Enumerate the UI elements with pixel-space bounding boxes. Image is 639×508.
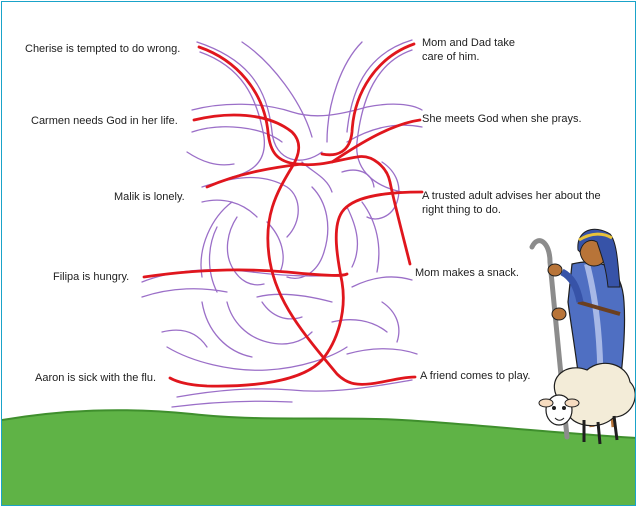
red-path-meets-god <box>332 120 420 162</box>
label-malik: Malik is lonely. <box>114 190 185 204</box>
maze-walls <box>142 40 422 407</box>
label-snack: Mom makes a snack. <box>415 266 519 280</box>
shepherd-with-sheep-icon <box>532 229 635 444</box>
label-aaron: Aaron is sick with the flu. <box>35 371 156 385</box>
grass-hill-icon <box>2 410 636 506</box>
label-friend: A friend comes to play. <box>420 369 530 383</box>
label-trusted-adult: A trusted adult advises her about the ri… <box>422 189 622 217</box>
label-filipa: Filipa is hungry. <box>53 270 129 284</box>
label-mom-dad: Mom and Dad take care of him. <box>422 36 532 64</box>
label-cherise: Cherise is tempted to do wrong. <box>25 42 180 56</box>
label-carmen: Carmen needs God in her life. <box>31 114 178 128</box>
label-meets-god: She meets God when she prays. <box>422 112 582 126</box>
maze-paths <box>144 44 422 386</box>
